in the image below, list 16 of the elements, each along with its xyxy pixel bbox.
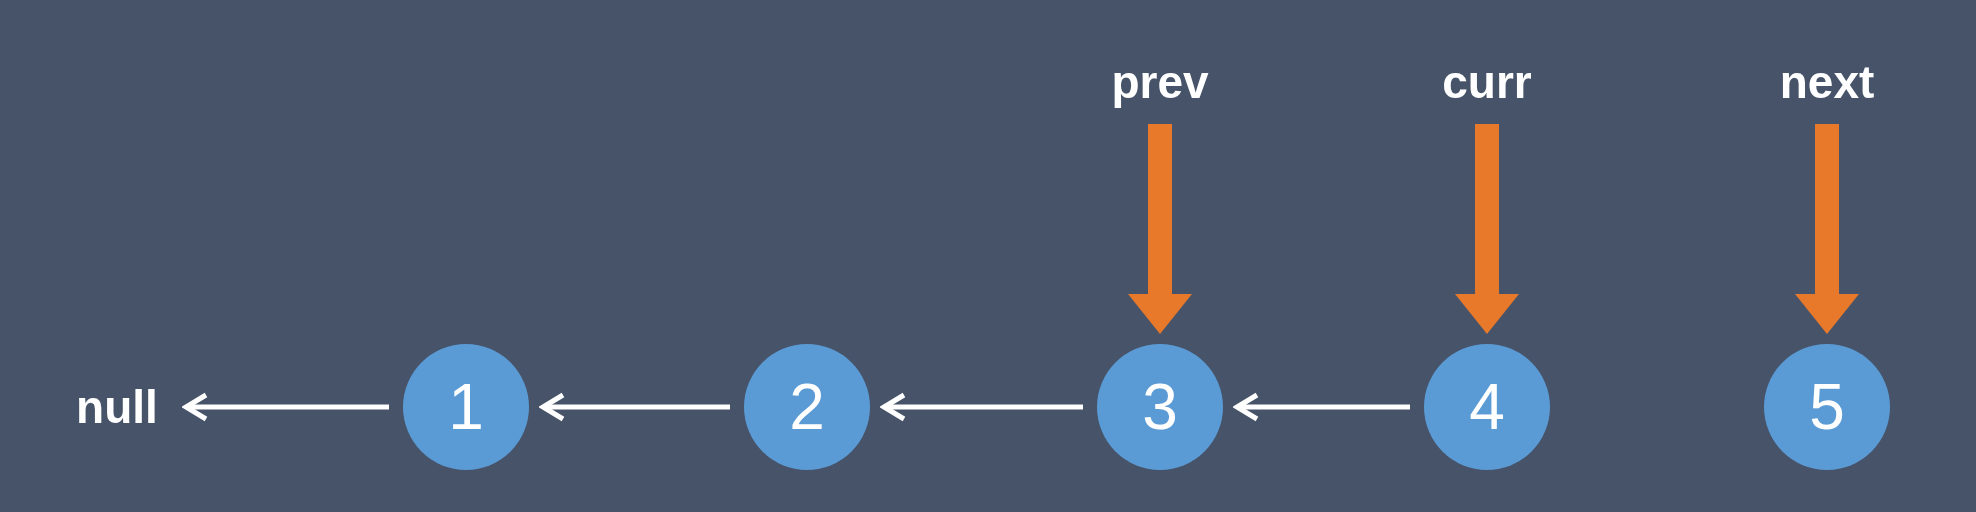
pointer-label: null — [76, 380, 158, 434]
pointer-label: curr — [1442, 55, 1532, 109]
link-arrow — [881, 392, 1083, 422]
pointer-arrow — [1455, 124, 1519, 334]
node-value: 3 — [1142, 370, 1178, 444]
pointer-label: next — [1779, 55, 1875, 109]
pointer-arrow — [1795, 124, 1859, 334]
link-arrow — [1234, 392, 1410, 422]
pointer-label: prev — [1111, 55, 1209, 109]
node-value: 2 — [789, 370, 825, 444]
pointer-arrow — [1128, 124, 1192, 334]
node-value: 1 — [448, 370, 484, 444]
node-value: 5 — [1809, 370, 1845, 444]
link-arrow — [183, 392, 389, 422]
link-arrow — [540, 392, 730, 422]
node-value: 4 — [1469, 370, 1505, 444]
